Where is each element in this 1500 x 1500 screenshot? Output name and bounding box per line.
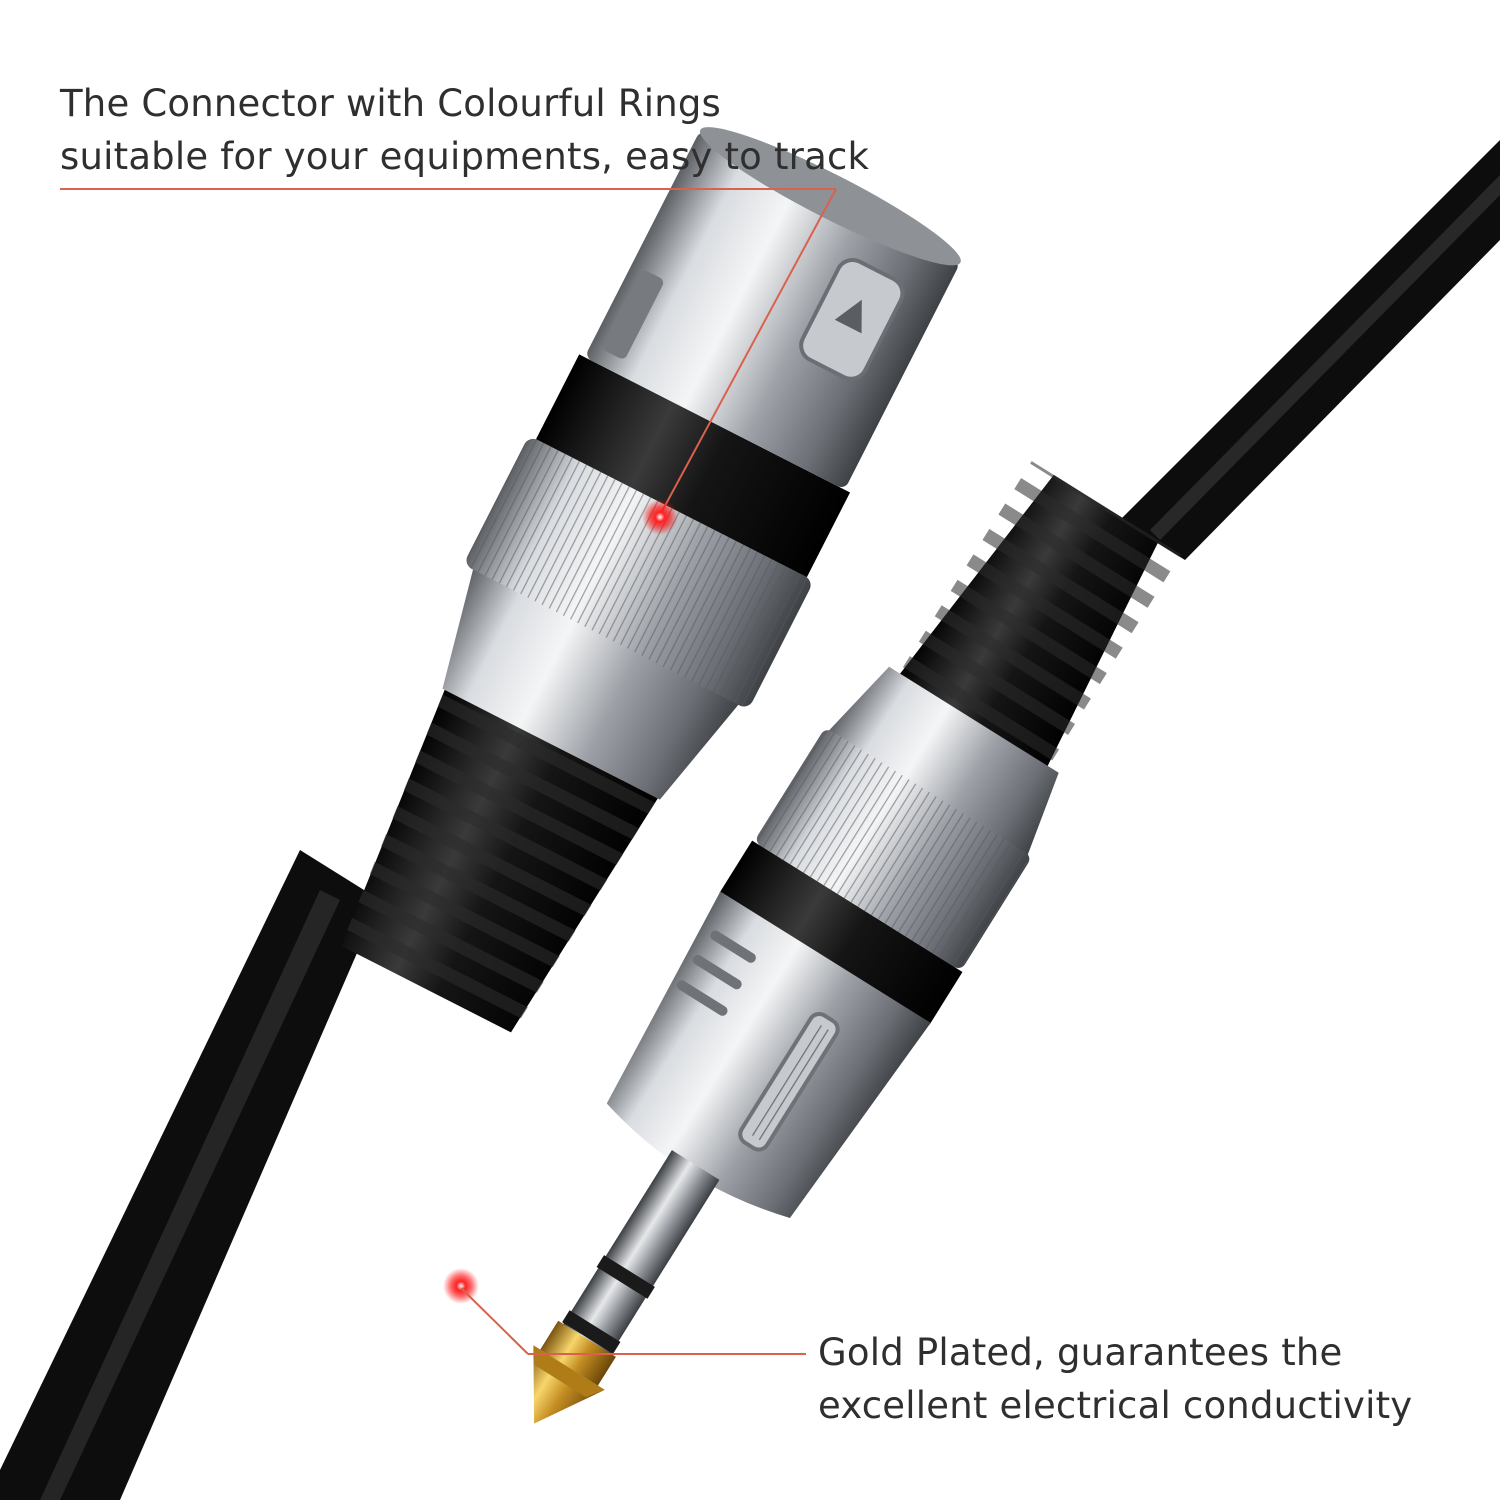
xlr-cable — [0, 850, 380, 1500]
bottom-callout — [443, 1268, 806, 1355]
gold-plated-caption-line-2: excellent electrical conductivity — [818, 1384, 1413, 1427]
xlr-connector — [284, 127, 961, 1062]
jack-cable — [1120, 140, 1500, 560]
connector-rings-caption-line-2: suitable for your equipments, easy to tr… — [60, 135, 870, 178]
connector-rings-caption-line-1: The Connector with Colourful Rings — [60, 82, 722, 125]
jack-connector — [533, 461, 1181, 1424]
connector-rings-caption: The Connector with Colourful Rings suita… — [60, 77, 869, 183]
gold-plated-caption-line-1: Gold Plated, guarantees the — [818, 1331, 1343, 1374]
gold-plated-caption: Gold Plated, guarantees the excellent el… — [818, 1326, 1412, 1432]
top-callout — [60, 188, 837, 535]
top-callout-dot — [642, 499, 678, 535]
bottom-callout-dot — [443, 1268, 479, 1304]
